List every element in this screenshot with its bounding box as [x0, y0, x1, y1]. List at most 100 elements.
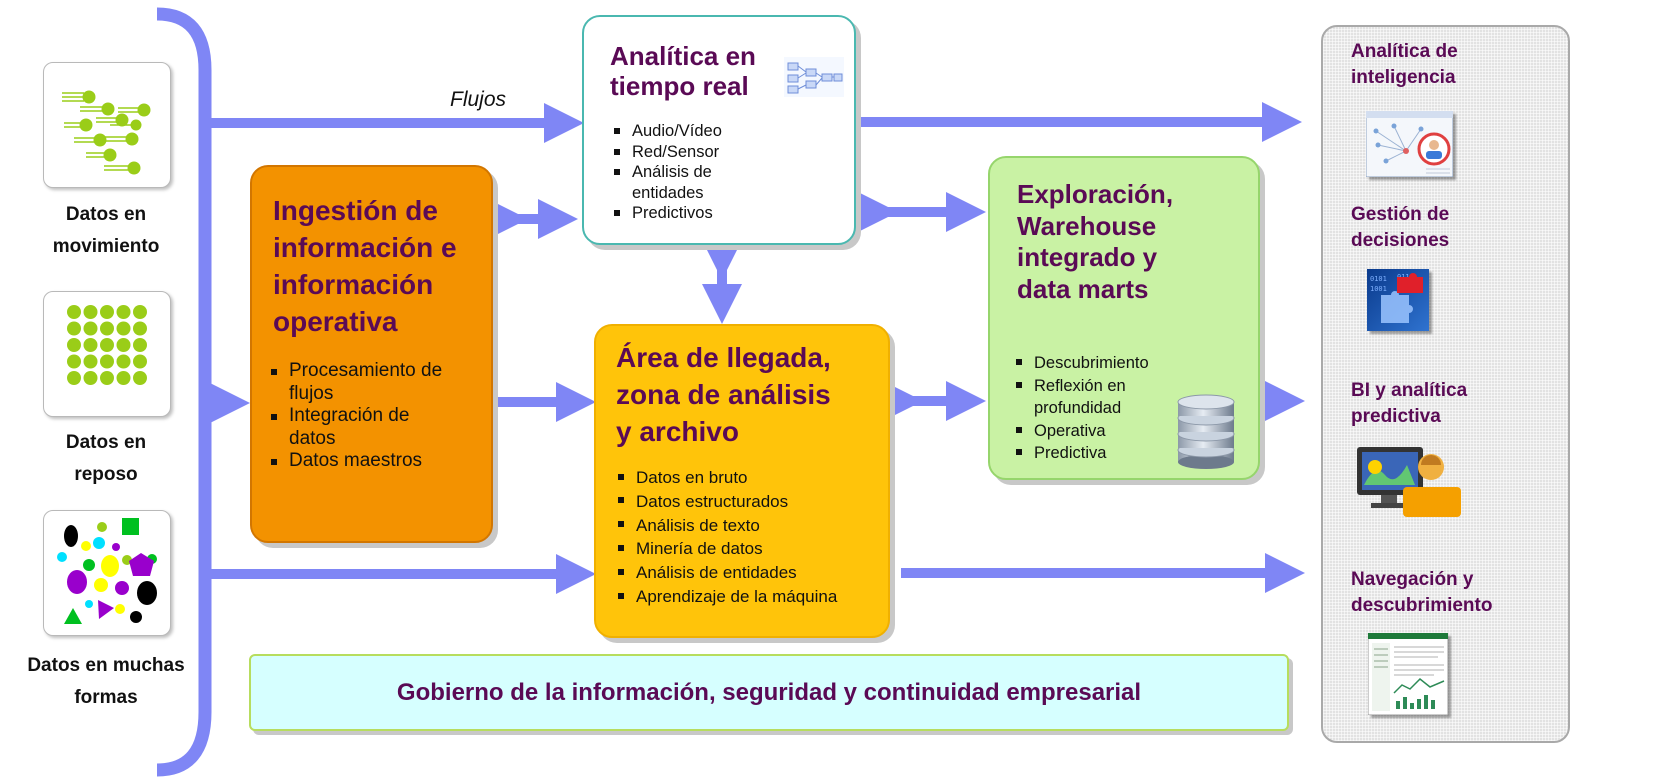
grid-dot — [116, 321, 131, 336]
svg-text:1001: 1001 — [1370, 285, 1387, 293]
grid-dot — [67, 338, 81, 352]
source-label-motion: Datos en movimiento — [20, 199, 192, 263]
realtime-list: Audio/Vídeo Red/Sensor Análisis de entid… — [614, 121, 722, 224]
person-monitor-icon — [1357, 447, 1461, 517]
governance-text: Gobierno de la información, seguridad y … — [396, 678, 1142, 706]
source-label-line: Datos en — [65, 432, 147, 453]
grid-dot — [116, 354, 131, 369]
source-label-line: formas — [74, 687, 138, 708]
output-title-bi: BI y analítica predictiva — [1351, 378, 1467, 430]
grid-dot — [116, 305, 131, 319]
title-line: información — [273, 269, 434, 300]
dot-grid-icon — [43, 291, 171, 417]
title-line: integrado y — [1017, 242, 1158, 272]
landing-zone-box: Área de llegada, zona de análisis y arch… — [594, 324, 890, 638]
mixed-shapes-icon — [43, 510, 171, 636]
title-line: Navegación y — [1351, 569, 1474, 590]
title-line: y archivo — [616, 416, 739, 447]
flow-graph-icon — [784, 57, 844, 97]
list-item: Datos estructurados — [618, 490, 886, 514]
title-line: tiempo real — [610, 71, 749, 102]
grid-dot — [100, 338, 114, 352]
title-line: Gestión de — [1351, 204, 1450, 225]
ingestion-title: Ingestión de información e información o… — [273, 192, 488, 340]
list-item: Datos maestros — [271, 450, 481, 473]
title-line: Ingestión de — [273, 195, 438, 226]
grid-dot — [67, 305, 81, 319]
title-line: operativa — [273, 306, 398, 337]
list-item: Descubrimiento — [1016, 352, 1186, 375]
grid-dot — [67, 354, 81, 369]
grid-dot — [83, 371, 98, 385]
title-line: zona de análisis — [616, 379, 831, 410]
source-label-rest: Datos en reposo — [20, 427, 192, 491]
network-screen-icon — [1366, 111, 1453, 177]
list-item: Red/Sensor — [614, 142, 722, 163]
landing-title: Área de llegada, zona de análisis y arch… — [616, 339, 878, 450]
source-label-line: reposo — [74, 464, 138, 485]
list-item: Predictiva — [1016, 442, 1186, 465]
title-line: Analítica en — [610, 41, 756, 71]
title-line: información e — [273, 232, 457, 263]
source-label-line: Datos en muchas — [27, 655, 185, 676]
grid-dot — [83, 321, 98, 336]
warehouse-title: Exploración, Warehouse integrado y data … — [1017, 179, 1247, 305]
grid-dot — [83, 354, 98, 369]
list-item: Análisis de — [614, 162, 722, 183]
motion-dots-icon — [43, 62, 171, 188]
title-line: inteligencia — [1351, 67, 1456, 88]
grid-dot — [133, 305, 147, 319]
output-title-navigation: Navegación y descubrimiento — [1351, 567, 1492, 619]
title-line: descubrimiento — [1351, 595, 1493, 616]
list-item: Integración de — [271, 405, 481, 428]
grid-dot — [133, 371, 147, 385]
list-item: Operativa — [1016, 420, 1186, 443]
source-label-forms: Datos en muchas formas — [20, 650, 192, 714]
outputs-panel — [1321, 25, 1570, 743]
list-item-continuation: datos — [289, 427, 336, 449]
grid-dot — [100, 305, 114, 319]
grid-dot — [116, 371, 131, 385]
grid-dot — [100, 371, 114, 385]
list-item: Datos en bruto — [618, 466, 886, 490]
flow-label: Flujos — [450, 88, 507, 111]
realtime-title: Analítica en tiempo real — [610, 41, 790, 102]
grid-dot — [67, 321, 81, 336]
title-line: Área de llegada, — [616, 342, 831, 373]
list-item: Aprendizaje de la máquina — [618, 585, 886, 609]
source-bracket — [156, 7, 212, 777]
grid-dot — [133, 321, 147, 336]
list-item-continuation: flujos — [289, 382, 334, 404]
output-title-decisions: Gestión de decisiones — [1351, 202, 1449, 254]
source-label-line: movimiento — [52, 236, 160, 257]
grid-dot — [83, 305, 98, 319]
ingestion-box: Ingestión de información e información o… — [250, 165, 493, 543]
output-title-intelligence: Analítica de inteligencia — [1351, 39, 1458, 91]
database-icon — [1177, 394, 1235, 469]
grid-dot — [100, 321, 114, 336]
svg-text:0101: 0101 — [1370, 275, 1387, 283]
list-item: Minería de datos — [618, 537, 886, 561]
grid-dot — [116, 338, 131, 352]
list-item-continuation: profundidad — [1034, 399, 1122, 417]
governance-banner: Gobierno de la información, seguridad y … — [249, 654, 1289, 731]
title-line: Exploración, — [1017, 179, 1174, 209]
grid-dot — [67, 371, 81, 385]
puzzle-binary-icon: 010110010110 — [1367, 269, 1429, 331]
title-line: data marts — [1017, 273, 1149, 304]
report-page-icon — [1368, 633, 1448, 715]
grid-dot — [100, 354, 114, 369]
grid-dot — [83, 338, 98, 352]
realtime-analytics-box: Analítica en tiempo real Audio/Vídeo Red… — [582, 15, 856, 245]
list-item: Análisis de texto — [618, 514, 886, 538]
source-label-line: Datos en — [65, 204, 147, 225]
list-item: Predictivos — [614, 203, 722, 224]
warehouse-list: Descubrimiento Reflexión en profundidad … — [1016, 352, 1186, 465]
list-item: Procesamiento de — [271, 360, 481, 383]
title-line: BI y analítica — [1351, 380, 1468, 401]
warehouse-box: Exploración, Warehouse integrado y data … — [988, 156, 1260, 480]
list-item: Análisis de entidades — [618, 561, 886, 585]
list-item: Reflexión en — [1016, 375, 1186, 398]
landing-list: Datos en bruto Datos estructurados Análi… — [618, 466, 886, 609]
